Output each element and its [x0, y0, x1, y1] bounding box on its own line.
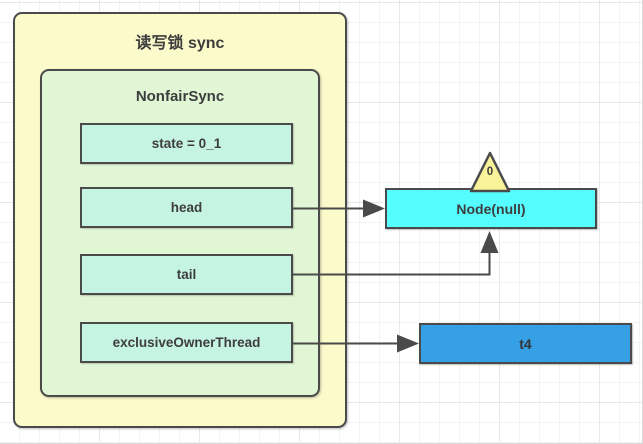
field-box-tail[interactable]: tail	[80, 254, 293, 295]
field-box-state[interactable]: state = 0_1	[80, 123, 293, 164]
field-box-exclusive-owner-thread[interactable]: exclusiveOwnerThread	[80, 322, 293, 363]
group-nonfairsync-title: NonfairSync	[135, 88, 225, 105]
thread-t4-box[interactable]: t4	[419, 323, 632, 364]
field-box-head[interactable]: head	[80, 187, 293, 228]
waiter-count-triangle-icon[interactable]	[469, 151, 511, 193]
group-rwlock-sync-title: 读写锁 sync	[135, 35, 225, 52]
node-null-box[interactable]: Node(null)	[385, 188, 597, 229]
waiter-count-badge: 0	[486, 166, 494, 178]
